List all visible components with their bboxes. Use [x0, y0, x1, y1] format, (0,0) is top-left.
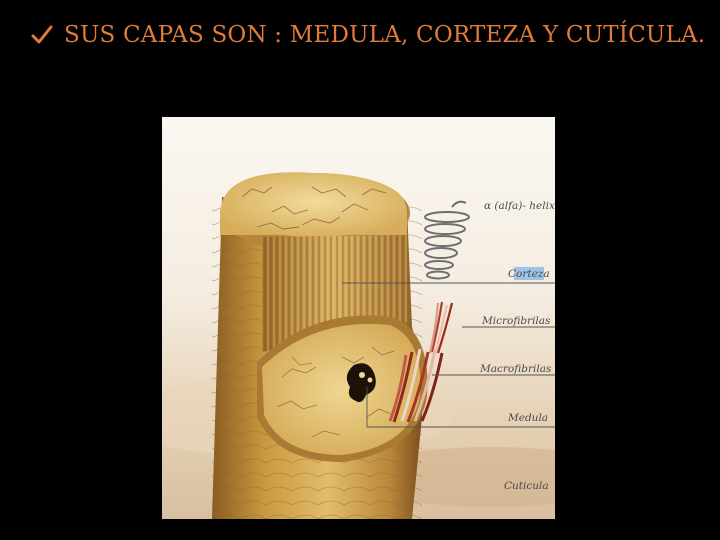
slide-title-row: SUS CAPAS SON : MEDULA, CORTEZA Y CUTÍCU…	[30, 22, 705, 48]
hair-cross-section-diagram: α (alfa)- helix Corteza Microfibrilas Ma…	[162, 117, 555, 519]
hair-structure-illustration: α (alfa)- helix Corteza Microfibrilas Ma…	[162, 117, 555, 519]
checkmark-icon	[30, 23, 54, 47]
label-macrofibrils: Macrofibrilas	[479, 363, 552, 375]
label-cuticle: Cuticula	[504, 480, 549, 492]
label-medulla: Medula	[507, 412, 548, 424]
label-microfibrils: Microfibrilas	[481, 315, 551, 327]
label-alpha-helix: α (alfa)- helix	[484, 200, 555, 212]
label-cortex: Corteza	[508, 268, 550, 280]
slide-title: SUS CAPAS SON : MEDULA, CORTEZA Y CUTÍCU…	[64, 22, 705, 48]
